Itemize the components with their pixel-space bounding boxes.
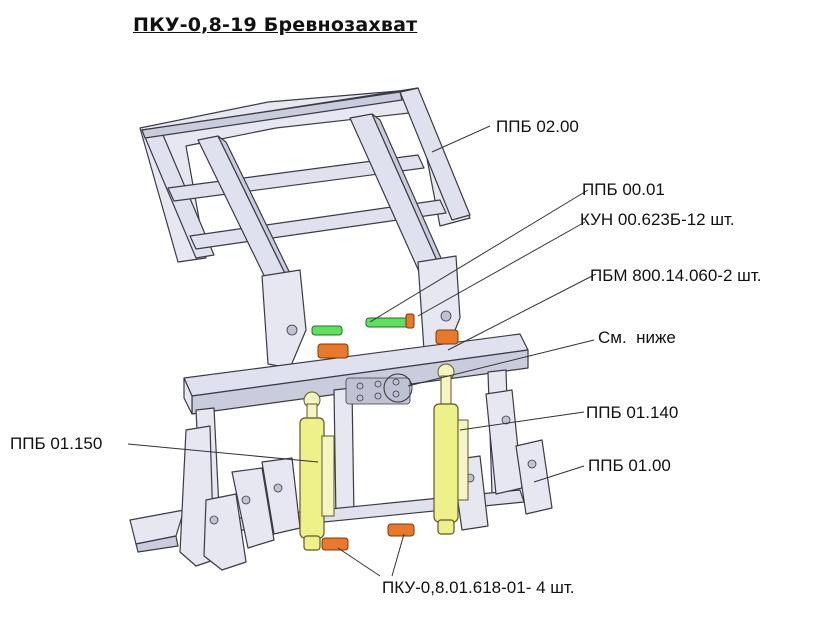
leader-lines [127, 125, 597, 577]
valve-assembly [345, 373, 413, 405]
page-title: ПКУ-0,8-19 Бревнозахват [133, 14, 418, 36]
green-pins [311, 313, 415, 336]
label-kun: КУН 00.623Б-12 шт. [580, 210, 735, 229]
label-sm-nizhe: См. ниже [598, 328, 676, 347]
label-ppb-01-140: ППБ 01.140 [586, 403, 679, 422]
hydraulic-cylinder-right [387, 363, 469, 537]
label-ppb-02-00: ППБ 02.00 [496, 117, 579, 136]
hydraulic-cylinder-left [299, 391, 349, 551]
label-ppb-01-00: ППБ 01.00 [588, 456, 671, 475]
label-pku-618: ПКУ-0,8.01.618-01- 4 шт. [382, 578, 575, 597]
label-pbm: ПБМ 800.14.060-2 шт. [590, 266, 762, 285]
label-ppb-01-150: ППБ 01.150 [10, 434, 103, 453]
label-ppb-00-01: ППБ 00.01 [582, 180, 665, 199]
upper-grab-frame [139, 87, 471, 369]
